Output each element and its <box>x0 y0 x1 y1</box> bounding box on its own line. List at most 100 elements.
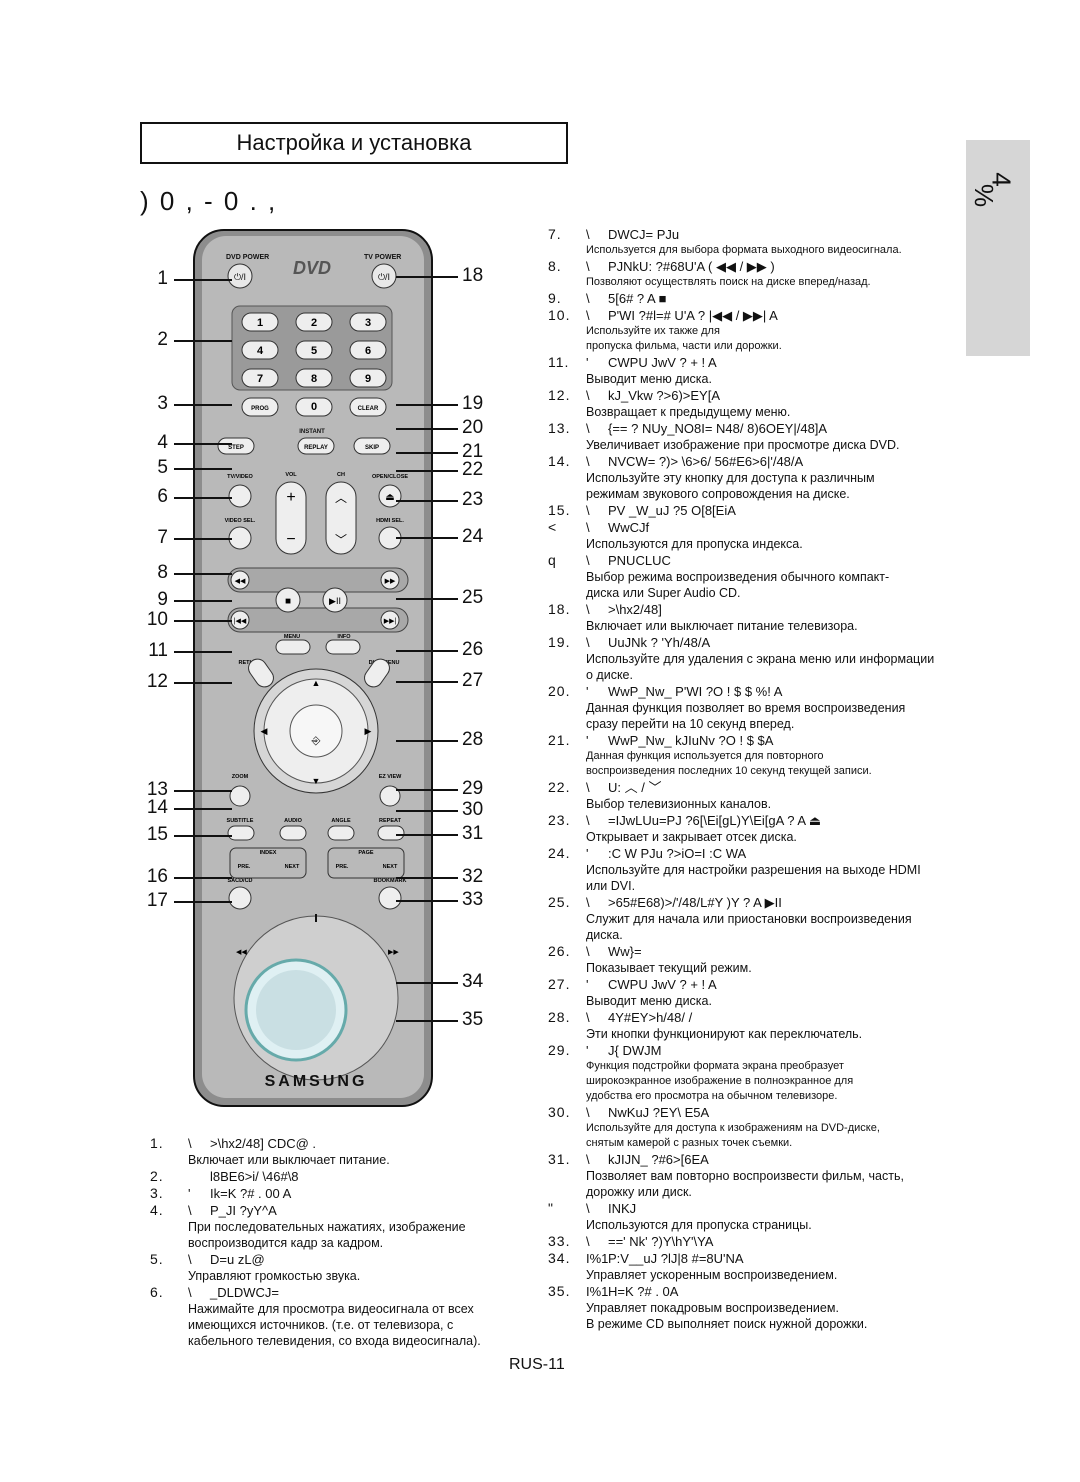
remote-button-label: SKIP <box>365 445 379 451</box>
item-description: Используются для пропуска индекса. <box>586 537 803 551</box>
callout-leader <box>174 340 232 342</box>
item-marker: \ <box>586 291 590 306</box>
item-marker: \ <box>586 895 590 910</box>
callout-number: 8 <box>157 562 168 583</box>
item-marker: \ <box>586 813 590 828</box>
item-description: Используйте их также для <box>586 325 720 337</box>
remote-label: SUBTITLE <box>227 818 254 824</box>
remote-label: EZ VIEW <box>379 774 402 780</box>
item-marker: \ <box>586 421 590 436</box>
remote-label: VOL <box>285 472 297 478</box>
item-description: диска. <box>586 928 623 942</box>
callout-number: 35 <box>462 1009 484 1030</box>
callout-leader <box>174 651 232 653</box>
remote-label: BOOKMARK <box>374 878 407 884</box>
item-label: ==' Nk' ?)Y\hY'\YA <box>608 1234 714 1249</box>
item-marker: \ <box>586 388 590 403</box>
callout-leader <box>174 538 232 540</box>
page-number: RUS-11 <box>509 1356 565 1373</box>
callout-number: 30 <box>462 799 484 820</box>
callout-leader <box>174 790 232 792</box>
item-number: 11. <box>548 354 570 370</box>
item-number: 35. <box>548 1283 571 1299</box>
item-label: UuJNk ? 'Yh/48/A <box>608 635 711 650</box>
list-item: 8.\PJNkU: ?#68U'A ( ◀◀ / ▶▶ ) <box>548 258 948 275</box>
item-description: Включает или выключает питание. <box>188 1153 390 1167</box>
svg-text:︿: ︿ <box>335 491 347 505</box>
item-marker: ' <box>586 733 589 748</box>
svg-text:◀◀: ◀◀ <box>236 949 247 956</box>
svg-text:⏻/I: ⏻/I <box>234 272 246 282</box>
svg-text:▲: ▲ <box>312 678 321 688</box>
item-number: 29. <box>548 1042 571 1058</box>
list-item: 15.\PV _W_uJ ?5 O[8[EiA <box>548 502 948 519</box>
callout-leader <box>174 497 232 499</box>
item-description: Выводит меню диска. <box>586 994 712 1008</box>
callout-number: 32 <box>462 866 484 887</box>
item-description: Показывает текущий режим. <box>586 961 752 975</box>
callout-leader <box>174 600 232 602</box>
item-description: или DVI. <box>586 879 636 893</box>
svg-text:⏻/I: ⏻/I <box>378 272 390 282</box>
remote-button-label: REPLAY <box>304 445 328 451</box>
item-number: 1. <box>150 1135 164 1151</box>
item-number: 14. <box>548 453 571 469</box>
svg-text:◀◀: ◀◀ <box>235 578 246 585</box>
svg-text:|◀◀: |◀◀ <box>234 618 247 625</box>
item-marker: \ <box>586 1152 590 1167</box>
callout-number: 25 <box>462 587 484 608</box>
item-description: Управляет ускоренным воспроизведением. <box>586 1268 838 1282</box>
item-label: P'WI ?#l=# U'A ? |◀◀ / ▶▶| A <box>608 308 778 323</box>
item-label: PNUCLUC <box>608 553 671 568</box>
remote-button <box>297 437 335 455</box>
item-label: =IJwLUu=PJ ?6[\Ei[gL)Y\Ei[gA ? A ⏏ <box>608 813 822 828</box>
item-number: 13. <box>548 420 571 436</box>
list-item: 24.':C W PJu ?>iO=I :C WA <box>548 845 948 862</box>
remote-button-label: PROG <box>251 406 269 412</box>
svg-text:INSTANT: INSTANT <box>299 429 325 435</box>
item-label: INKJ <box>608 1201 637 1216</box>
button-description-list-left: 1.\>\hx2/48] CDC@ .Включает или выключае… <box>150 1135 490 1349</box>
svg-text:DVD POWER: DVD POWER <box>226 254 269 261</box>
remote-button <box>241 397 279 417</box>
list-item: 20.'WwP_Nw_ P'WI ?O ! $ $ %! A <box>548 683 948 700</box>
callout-number: 5 <box>157 457 168 478</box>
item-marker: \ <box>586 520 590 535</box>
item-description: сразу перейти на 10 секунд вперед. <box>586 717 795 731</box>
section-header: Настройка и установка <box>140 122 568 164</box>
callout-number: 14 <box>146 797 168 818</box>
item-label: NVCW= ?)> \6>6/ 56#E6>6|'/48/A <box>608 454 804 469</box>
digit-label: 3 <box>365 317 371 329</box>
item-label: >\hx2/48] <box>608 602 662 617</box>
item-number: 22. <box>548 779 571 795</box>
item-label: _DLDWCJ= <box>210 1285 279 1300</box>
item-description: Возвращает к предыдущему меню. <box>586 405 791 419</box>
item-marker: \ <box>188 1203 192 1218</box>
list-item: 1.\>\hx2/48] CDC@ . <box>150 1135 490 1152</box>
callout-number: 17 <box>146 890 168 911</box>
callout-leader <box>396 1020 458 1022</box>
remote-label: AUDIO <box>284 818 302 824</box>
item-marker: \ <box>586 635 590 650</box>
item-description: Используйте для удаления с экрана меню и… <box>586 652 935 666</box>
callout-leader <box>174 682 232 684</box>
list-item: 2.l8BE6>i/ \46#\8 <box>150 1168 490 1185</box>
item-number: 9. <box>548 290 562 306</box>
callout-number: 6 <box>157 486 168 507</box>
callout-leader <box>396 834 458 836</box>
item-marker: \ <box>188 1136 192 1151</box>
digit-button <box>295 340 333 360</box>
item-marker: \ <box>586 259 590 274</box>
item-description: Управляют громкостью звука. <box>188 1269 361 1283</box>
callout-leader <box>396 428 458 430</box>
digit-button <box>349 340 387 360</box>
item-label: WwCJf <box>608 520 650 535</box>
item-description: Данная функция используется для повторно… <box>586 750 824 762</box>
list-item: 14.\NVCW= ?)> \6>6/ 56#E6>6|'/48/A <box>548 453 948 470</box>
digit-label: 1 <box>257 317 263 329</box>
callout-leader <box>396 404 458 406</box>
svg-text:﹀: ﹀ <box>335 533 347 547</box>
remote-button <box>349 397 387 417</box>
item-marker: \ <box>586 780 590 795</box>
